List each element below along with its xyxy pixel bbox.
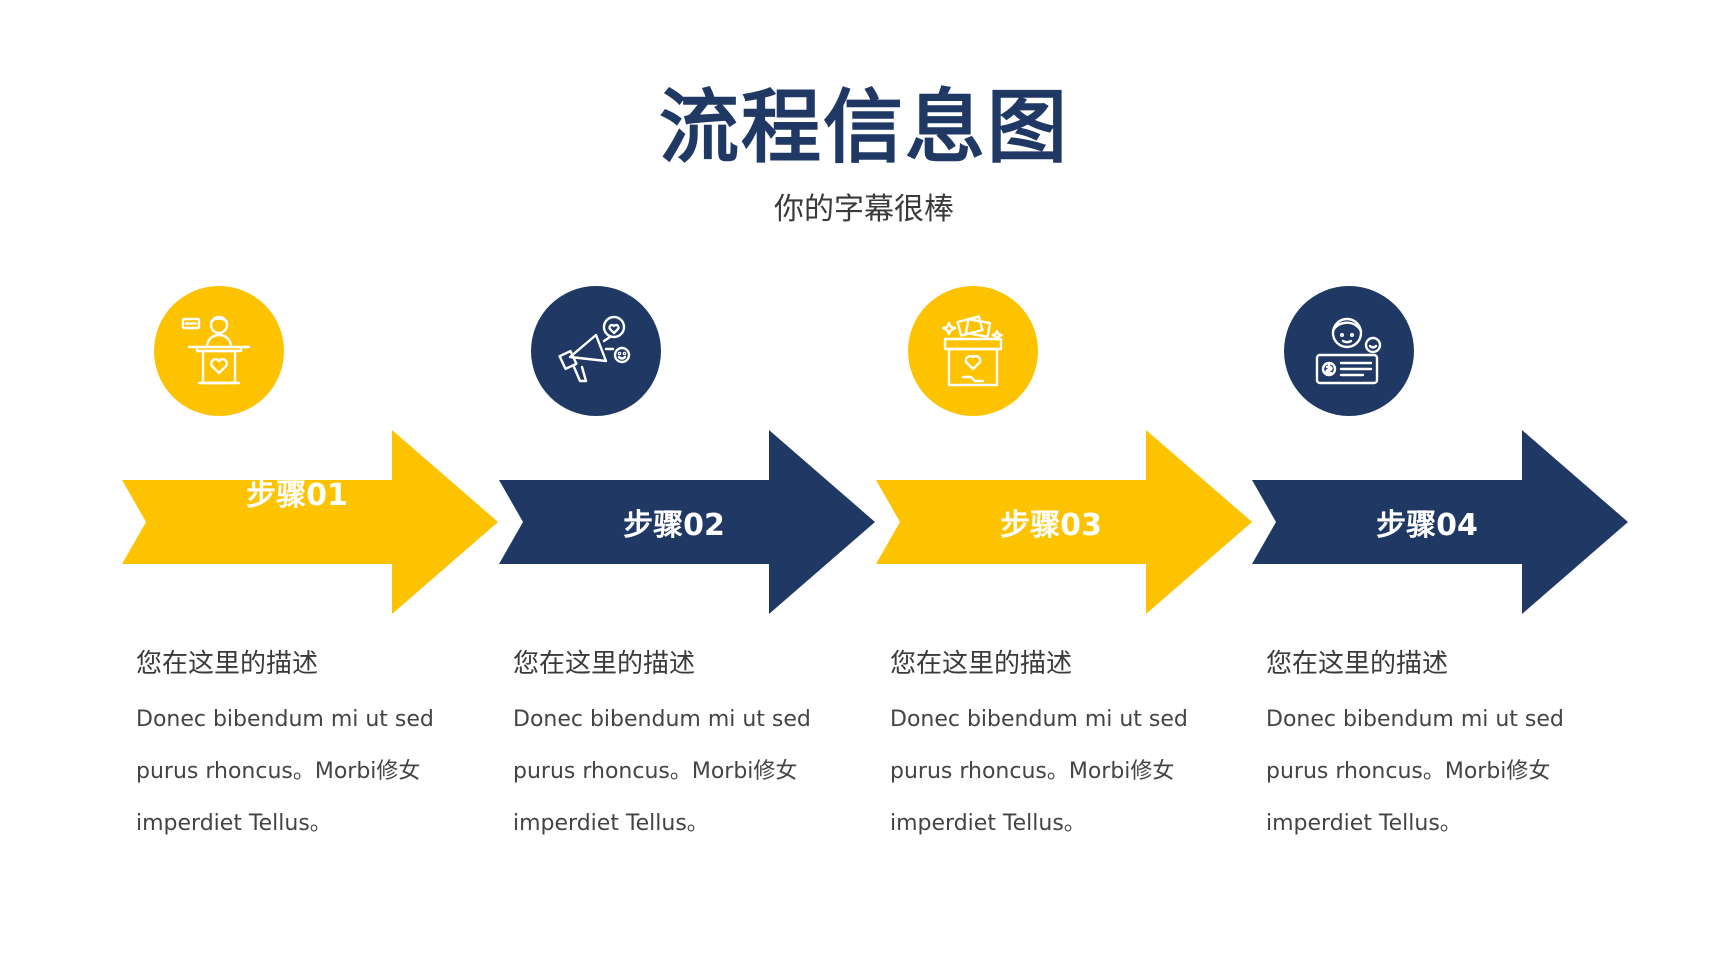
step-1-arrow: 步骤01 bbox=[122, 430, 498, 614]
step-4-desc-title: 您在这里的描述 bbox=[1266, 649, 1449, 679]
page-subtitle: 你的字幕很棒 bbox=[774, 192, 954, 227]
step-3-label: 步骤03 bbox=[1000, 508, 1102, 543]
step-2-arrow: 步骤02 bbox=[499, 430, 875, 614]
step-4: 步骤04 您在这里的描述 Donec bibendum mi ut sed pu… bbox=[1252, 286, 1672, 846]
step-4-desc-body: Donec bibendum mi ut sed purus rhoncus。M… bbox=[1266, 706, 1564, 836]
step-1: 步骤01 您在这里的描述 Donec bibendum mi ut sed pu… bbox=[122, 286, 542, 846]
step-1-description: 您在这里的描述 Donec bibendum mi ut sed purus r… bbox=[136, 648, 476, 850]
step-3-desc-body: Donec bibendum mi ut sed purus rhoncus。M… bbox=[890, 706, 1188, 836]
step-1-desc-title: 您在这里的描述 bbox=[136, 649, 319, 679]
step-2: 步骤02 您在这里的描述 Donec bibendum mi ut sed pu… bbox=[499, 286, 919, 846]
speaker-podium-icon bbox=[181, 315, 251, 385]
step-3-description: 您在这里的描述 Donec bibendum mi ut sed purus r… bbox=[890, 648, 1230, 850]
step-2-description: 您在这里的描述 Donec bibendum mi ut sed purus r… bbox=[513, 648, 853, 850]
megaphone-icon bbox=[558, 315, 631, 383]
step-1-label: 步骤01 bbox=[246, 478, 348, 513]
step-1-desc-body: Donec bibendum mi ut sed purus rhoncus。M… bbox=[136, 706, 434, 836]
person-check-icon bbox=[1315, 317, 1382, 385]
step-1-icon-circle bbox=[154, 286, 284, 416]
step-3-desc-title: 您在这里的描述 bbox=[890, 649, 1073, 679]
step-2-icon-circle bbox=[531, 286, 661, 416]
step-2-desc-title: 您在这里的描述 bbox=[513, 649, 696, 679]
step-3: 步骤03 您在这里的描述 Donec bibendum mi ut sed pu… bbox=[876, 286, 1296, 846]
donation-box-icon bbox=[941, 315, 1003, 387]
step-4-arrow: 步骤04 bbox=[1252, 430, 1628, 614]
step-4-description: 您在这里的描述 Donec bibendum mi ut sed purus r… bbox=[1266, 648, 1606, 850]
step-3-arrow: 步骤03 bbox=[876, 430, 1252, 614]
step-3-icon-circle bbox=[908, 286, 1038, 416]
step-4-label: 步骤04 bbox=[1376, 508, 1478, 543]
step-4-icon-circle bbox=[1284, 286, 1414, 416]
step-2-label: 步骤02 bbox=[623, 508, 725, 543]
step-2-desc-body: Donec bibendum mi ut sed purus rhoncus。M… bbox=[513, 706, 811, 836]
page-title: 流程信息图 bbox=[659, 81, 1069, 174]
